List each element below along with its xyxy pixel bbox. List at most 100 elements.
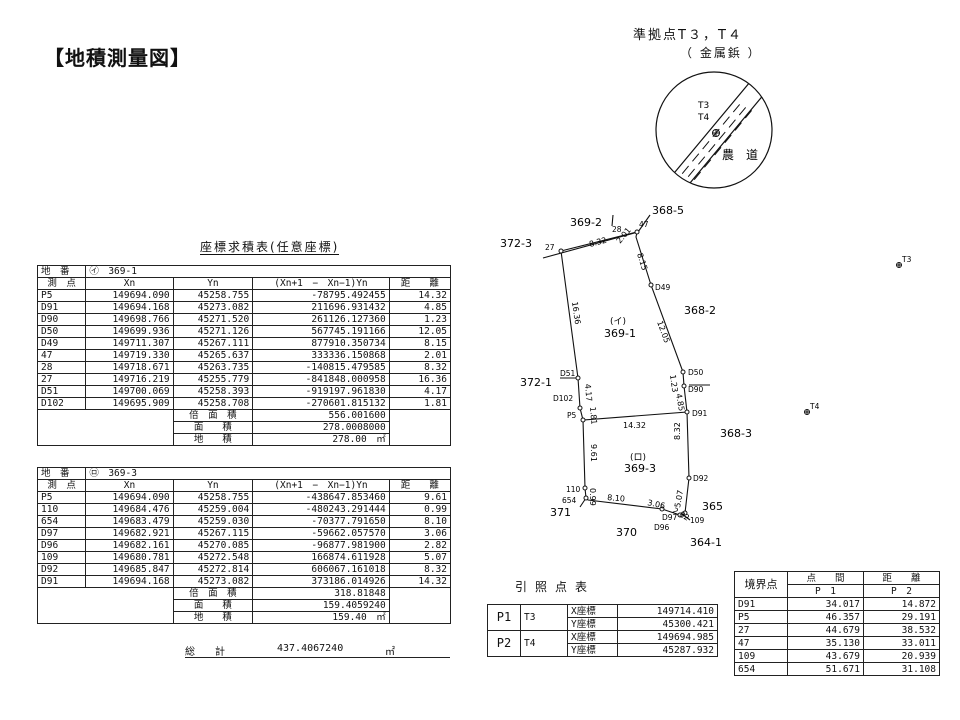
distance-label: 8.32 bbox=[673, 422, 682, 440]
point-label: D102 bbox=[553, 394, 573, 403]
point-label: T4 bbox=[809, 402, 820, 411]
distance-labels: 8.32 2.01 8.15 12.05 16.36 1.23 4.85 4.1… bbox=[570, 226, 691, 523]
lot-number: 365 bbox=[702, 500, 723, 513]
distance-label: 3.06 bbox=[647, 498, 666, 511]
lot-number: 369-2 bbox=[570, 216, 602, 229]
distance-label: 14.32 bbox=[623, 421, 646, 430]
distance-label: 4.17 bbox=[583, 383, 594, 402]
blank-cell bbox=[389, 599, 452, 612]
coord-table-2: 地 番 ㋺ 369-3 測 点 Xn Yn (Xn+1 − Xn−1)Yn 距 … bbox=[36, 467, 452, 624]
point-label: 47 bbox=[639, 220, 649, 229]
distance-label: 8.10 bbox=[607, 493, 626, 504]
blank-cell bbox=[37, 587, 174, 600]
blank-cell bbox=[389, 433, 452, 446]
lot-number: 368-3 bbox=[720, 427, 752, 440]
lot-number: 372-1 bbox=[520, 376, 552, 389]
table-cell: 149695.909 bbox=[85, 397, 174, 410]
point-label: D97 bbox=[662, 513, 678, 522]
point-label: D96 bbox=[654, 523, 670, 532]
point-label: 28 bbox=[612, 225, 622, 234]
ref-y: 45287.932 bbox=[616, 643, 719, 657]
summary-value: 278.00 ㎡ bbox=[252, 433, 390, 446]
point-label: P5 bbox=[567, 411, 577, 420]
parcel-ro-mark: (ロ) bbox=[630, 453, 646, 463]
parcel-i-number: 369-1 bbox=[604, 327, 636, 340]
lot-number: 370 bbox=[616, 526, 637, 539]
lot-number: 371 bbox=[550, 506, 571, 519]
parcel-ro-number: 369-3 bbox=[624, 462, 656, 475]
blank-cell bbox=[37, 611, 174, 624]
blank-cell bbox=[389, 587, 452, 600]
blank-cell bbox=[37, 433, 174, 446]
point-label: D91 bbox=[692, 409, 708, 418]
coord-table-1: 地 番 ㋑ 369-1 測 点 Xn Yn (Xn+1 − Xn−1)Yn 距 … bbox=[36, 265, 452, 446]
distance-label: 5.07 bbox=[673, 489, 685, 508]
point-label: 110 bbox=[566, 485, 581, 494]
survey-points bbox=[558, 229, 692, 518]
summary-label: 地 積 bbox=[172, 611, 254, 624]
blank-cell bbox=[37, 421, 174, 434]
road-label: 農 道 bbox=[722, 148, 758, 162]
total-label: 総 計 bbox=[185, 647, 225, 658]
point-label: D51 bbox=[560, 369, 576, 378]
distance-label: 1.81 bbox=[588, 406, 599, 425]
point-label: D92 bbox=[693, 474, 709, 483]
blank-cell bbox=[37, 599, 174, 612]
point-label: 27 bbox=[545, 243, 555, 252]
parcel-i-mark: (イ) bbox=[610, 317, 626, 327]
lot-number: 368-5 bbox=[652, 204, 684, 217]
grand-total: 総 計 437.4067240 ㎡ bbox=[185, 643, 450, 658]
standard-point-title: 準拠点T３，T４ bbox=[633, 28, 743, 43]
summary-value: 159.40 ㎡ bbox=[252, 611, 390, 624]
table-cell: 31.108 bbox=[863, 662, 940, 676]
point-label: D49 bbox=[655, 283, 671, 292]
standard-point-subtitle: （ 金属鋲 ） bbox=[680, 46, 762, 60]
distance-label: 12.05 bbox=[655, 320, 671, 345]
table-cell: D91 bbox=[36, 575, 87, 588]
lot-number: 364-1 bbox=[690, 536, 722, 549]
table-cell: 14.32 bbox=[388, 575, 452, 588]
table-cell: 149694.168 bbox=[85, 575, 174, 588]
total-value: 437.4067240 bbox=[277, 643, 344, 654]
lot-number: 368-2 bbox=[684, 304, 716, 317]
lot-number: 372-3 bbox=[500, 237, 532, 250]
reference-table: P1 T3 X座標 149714.410 Y座標 45300.421 P2 T4… bbox=[487, 604, 719, 657]
lot-numbers: 369-2 368-5 372-3 368-2 372-1 368-3 365 … bbox=[500, 204, 752, 549]
ref-point: T3 bbox=[520, 604, 568, 631]
table-cell: 1.81 bbox=[388, 397, 452, 410]
point-labels: 27 28 47 D49 D50 D90 D91 D51 D102 P5 110… bbox=[545, 220, 912, 532]
reference-table-title: 引照点表 bbox=[515, 580, 596, 594]
detail-circle: T3 T4 農 道 bbox=[655, 71, 773, 189]
table-cell: D102 bbox=[36, 397, 87, 410]
blank-cell bbox=[389, 409, 452, 422]
distance-label: 1.23 bbox=[668, 374, 679, 393]
point-label: D50 bbox=[688, 368, 704, 377]
circle-label-t4: T4 bbox=[697, 113, 709, 123]
blank-cell bbox=[389, 421, 452, 434]
page-title: 【地積測量図】 bbox=[44, 46, 191, 70]
point-label: 654 bbox=[562, 496, 577, 505]
boundary-header: 境界点 bbox=[734, 571, 788, 598]
circle-label-t3: T3 bbox=[697, 101, 709, 111]
table-cell: 654 bbox=[734, 662, 788, 676]
distance-label: 8.15 bbox=[635, 252, 649, 272]
reference-pins bbox=[804, 262, 902, 415]
table-cell: 27 bbox=[36, 373, 87, 386]
